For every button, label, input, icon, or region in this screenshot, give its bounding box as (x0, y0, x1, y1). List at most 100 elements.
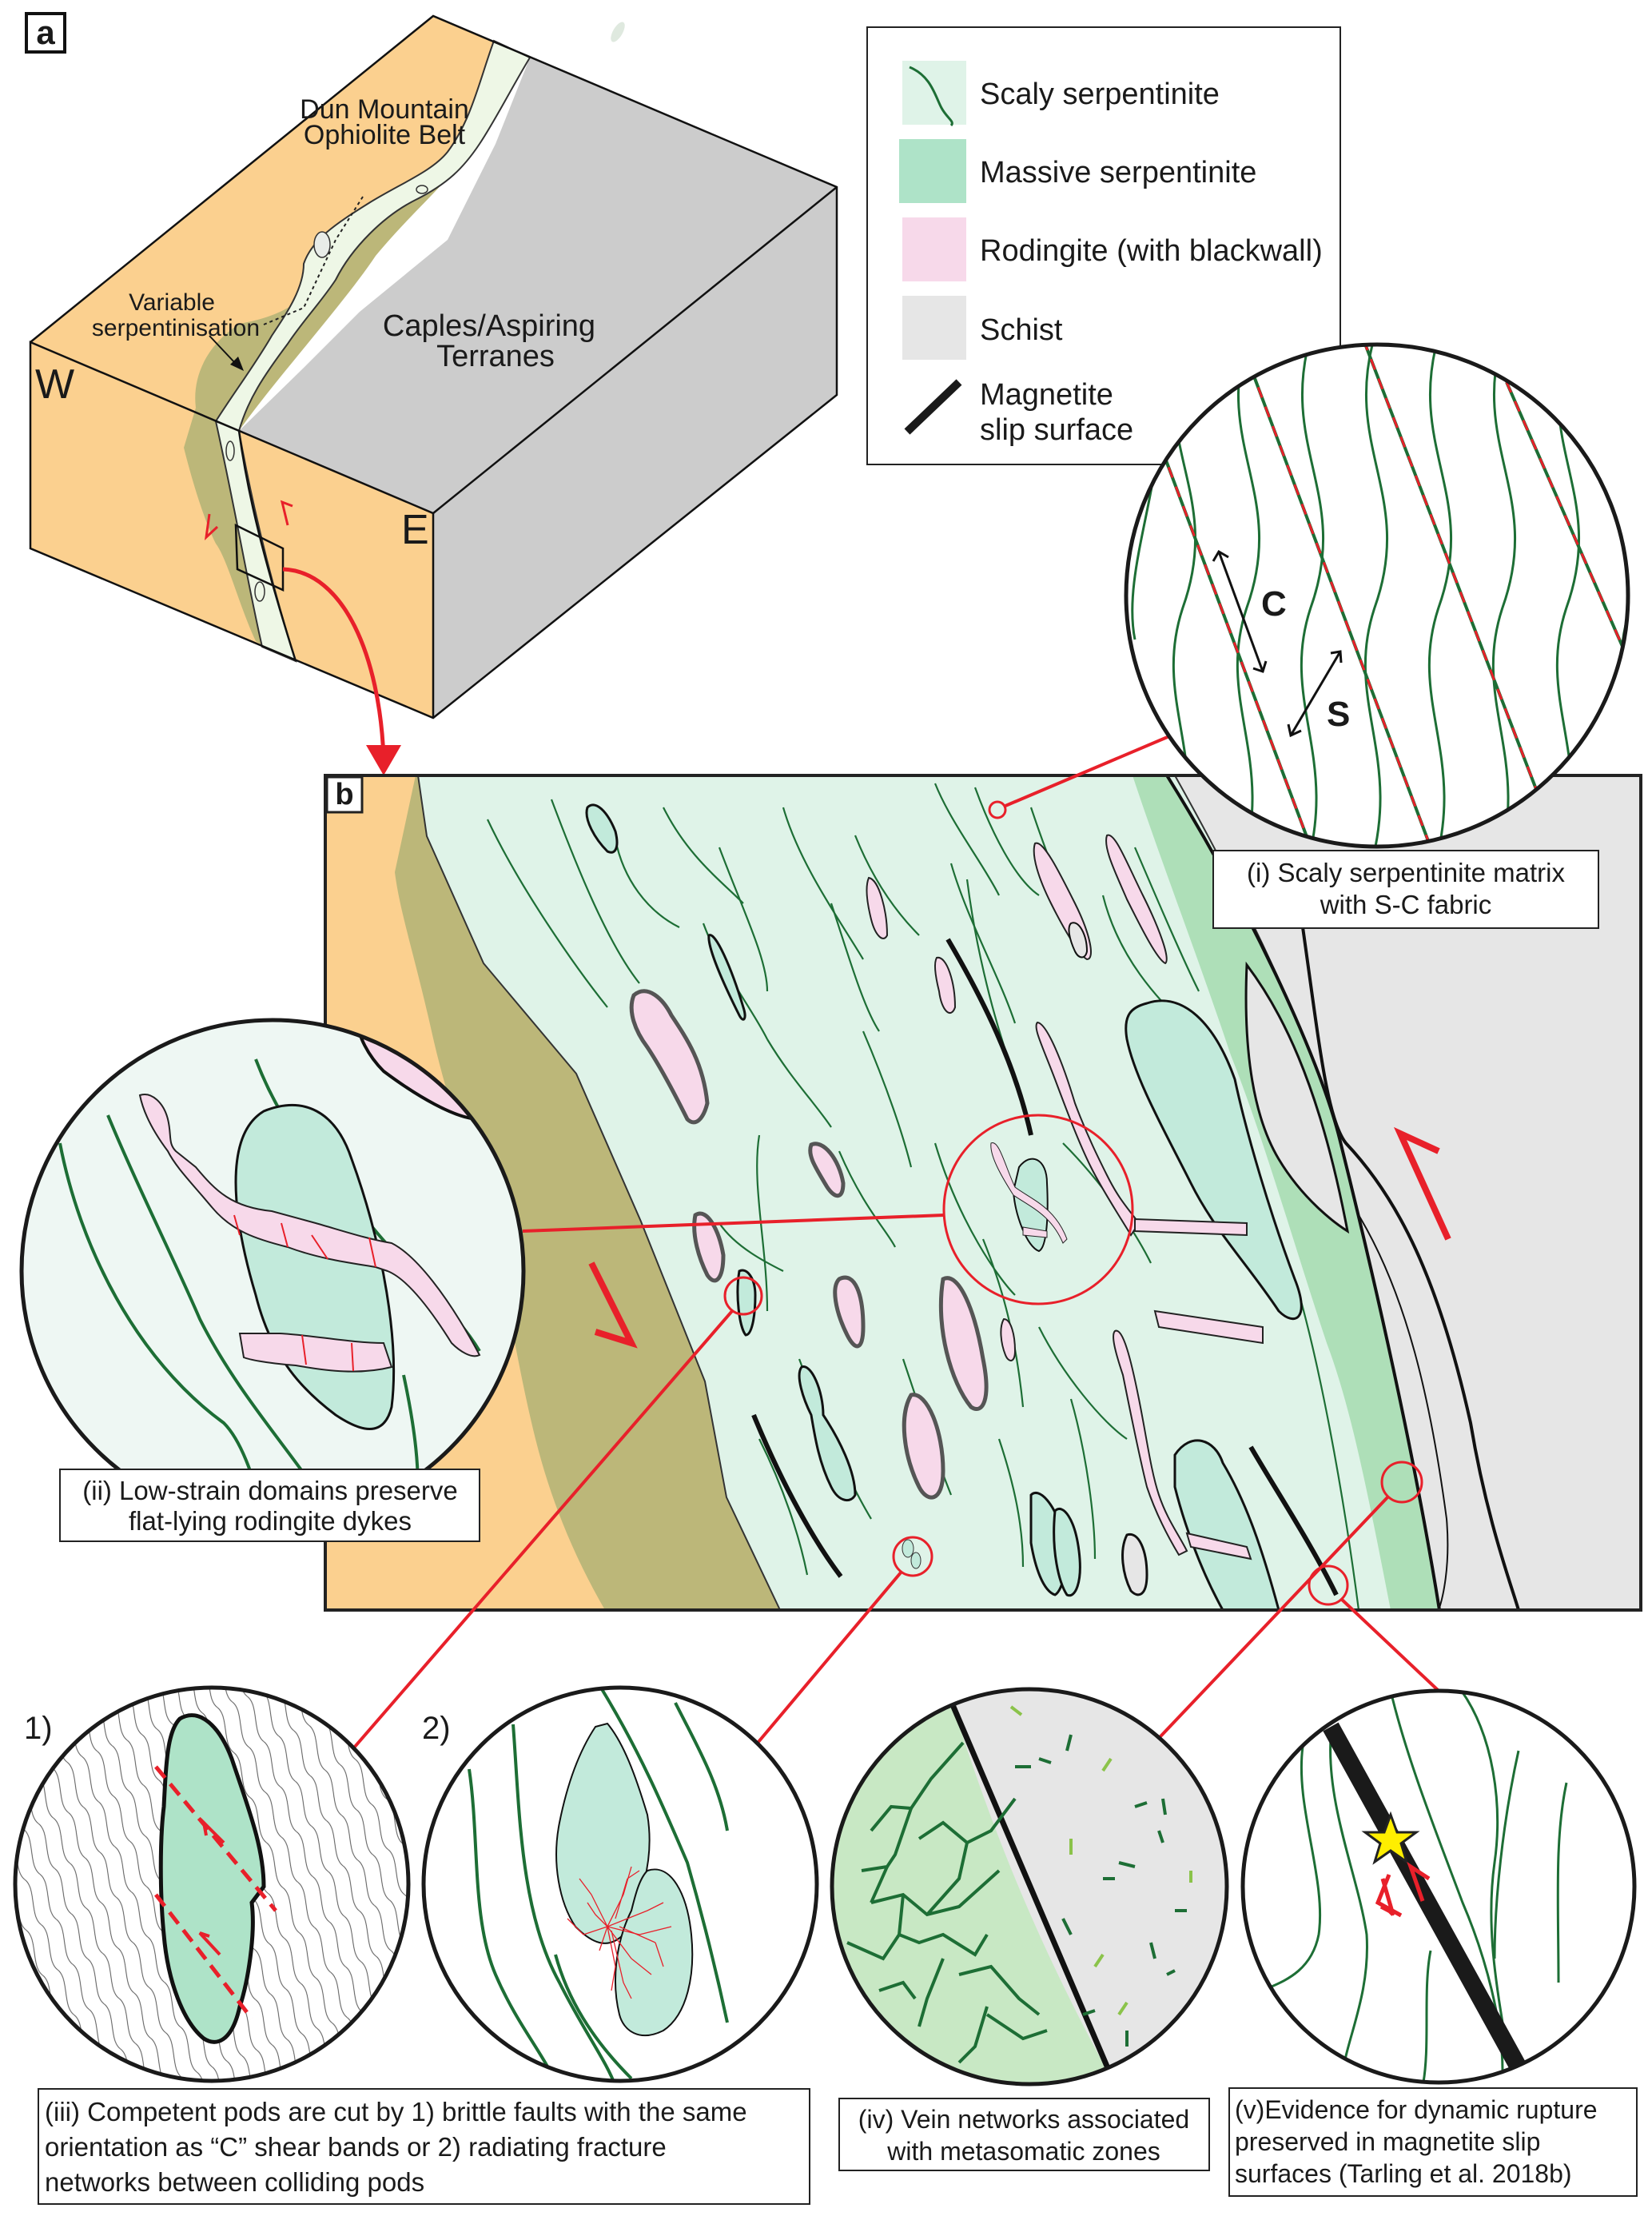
schist-pod (1068, 922, 1089, 959)
locator-ii-content (990, 1142, 1068, 1253)
svg-text:b: b (335, 778, 353, 811)
magnetite-slip-surfaces (751, 938, 1339, 1596)
panel-a-label: a (25, 12, 66, 54)
fault-2 (1301, 927, 1520, 1610)
belt-label-2: Ophiolite Belt (304, 120, 466, 150)
green-curve-icon (909, 66, 953, 127)
connector-lines (348, 735, 1440, 1769)
inset-iii-2-fracture-network (421, 1685, 819, 2083)
east-face (433, 187, 837, 718)
caption-iii: (iii) Competent pods are cut by 1) britt… (38, 2088, 810, 2205)
svg-text:surfaces (Tarling et al. 2018b: surfaces (Tarling et al. 2018b) (1235, 2159, 1572, 2188)
schist-lens (1244, 961, 1350, 1234)
legend-item-massive: Massive serpentinite (899, 139, 1256, 203)
west-label: W (35, 361, 74, 408)
slip-arrow-1-icon (201, 1818, 225, 1844)
marker-2: 2) (422, 1711, 451, 1746)
svg-text:slip surface: slip surface (980, 413, 1133, 447)
svg-text:(iv) Vein networks associated: (iv) Vein networks associated (858, 2105, 1189, 2134)
legend-item-magnetite: Magnetite slip surface (904, 378, 1133, 447)
inset-location-box (234, 523, 285, 592)
s-label: S (1327, 695, 1350, 734)
belt-pod (313, 231, 331, 258)
shear-arrow-west-icon (204, 513, 219, 540)
rodingite-pods (629, 834, 1188, 1556)
slip-arrow-up-icon (1407, 1861, 1431, 1902)
caption-iv: (iv) Vein networks associated with metas… (838, 2098, 1210, 2171)
belt-pod (416, 185, 428, 194)
terrane-label-2: Terranes (436, 340, 555, 373)
svg-text:preserved in magnetite slip: preserved in magnetite slip (1235, 2127, 1540, 2156)
svg-text:Magnetite: Magnetite (980, 378, 1113, 412)
fault-trace (237, 430, 297, 662)
slip-arrow-2-icon (198, 1931, 221, 1956)
terrane-label-1: Caples/Aspiring (383, 309, 595, 343)
locator-iii-1 (723, 1276, 763, 1316)
svg-text:networks between colliding pod: networks between colliding pods (45, 2167, 424, 2197)
c-direction-arrow-icon (1212, 549, 1268, 673)
pod-dykes (1134, 1218, 1264, 1560)
panel-a-block-diagram: a W E Dun Mountain Ophiolite Belt Variab… (25, 12, 838, 775)
svg-text:a: a (36, 14, 55, 51)
zoom-arrowhead-icon (366, 745, 401, 775)
inset-ii-low-strain (19, 1018, 526, 1525)
top-face-ophiolite (30, 16, 496, 421)
shear-arrow-up-icon (1393, 1126, 1451, 1241)
caption-v: (v)Evidence for dynamic rupture preserve… (1228, 2087, 1638, 2197)
smudge (611, 22, 625, 42)
massive-pods (585, 803, 1303, 1610)
inset-i-scaly-fabric: C S (1124, 342, 1630, 849)
locator-iii-2-pods (902, 1539, 922, 1569)
vein-network (846, 1741, 1048, 2064)
serpentinisation-zone-front (184, 408, 264, 646)
legend-item-rodingite: Rodingite (with blackwall) (902, 217, 1323, 281)
massive-serpentinite-band (1133, 775, 1439, 1610)
inset-iii-1-brittle-faults (13, 1685, 411, 2083)
top-face-terrane (239, 58, 837, 513)
locator-iii-2 (892, 1536, 933, 1577)
svg-text:Massive serpentinite: Massive serpentinite (980, 156, 1256, 189)
star-icon (1361, 1811, 1420, 1865)
label-pointer (209, 335, 237, 365)
shear-arrow-down-icon (588, 1261, 638, 1349)
east-label: E (401, 507, 429, 553)
marker-1: 1) (24, 1711, 53, 1746)
schist-vein-dashes (1009, 1705, 1192, 2047)
legend-item-schist: Schist (902, 296, 1063, 360)
fault-3 (1358, 1214, 1449, 1610)
svg-text:with metasomatic zones: with metasomatic zones (886, 2137, 1160, 2166)
s-direction-arrow-icon (1287, 650, 1343, 738)
svg-text:(i) Scaly serpentinite matrix: (i) Scaly serpentinite matrix (1247, 858, 1565, 887)
svg-text:with S-C fabric: with S-C fabric (1320, 890, 1492, 919)
belt-pod (225, 440, 235, 461)
radiating-fractures (567, 1866, 672, 1999)
svg-text:flat-lying rodingite dykes: flat-lying rodingite dykes (129, 1506, 412, 1536)
caption-i: (i) Scaly serpentinite matrix with S-C f… (1212, 850, 1599, 929)
svg-text:Scaly serpentinite: Scaly serpentinite (980, 78, 1220, 111)
block-outline (29, 14, 838, 719)
panel-b-label: b (325, 775, 364, 814)
caption-ii: (ii) Low-strain domains preserve flat-ly… (59, 1469, 480, 1542)
serp-label-2: serpentinisation (92, 315, 260, 341)
svg-text:Schist: Schist (980, 313, 1063, 347)
zoom-arrow (282, 567, 386, 759)
serpentinisation-zone (395, 775, 780, 1610)
label-pointer-head-icon (230, 357, 244, 371)
magnetite-slip-band (1323, 1722, 1531, 2079)
shear-arrow-east-icon (280, 500, 293, 526)
belt-label-1: Dun Mountain (300, 94, 469, 125)
slip-arrow-down-icon-2 (1375, 1874, 1403, 1918)
svg-text:Rodingite (with blackwall): Rodingite (with blackwall) (980, 234, 1323, 268)
c-label: C (1261, 584, 1287, 624)
svg-text:(iii) Competent pods are cut b: (iii) Competent pods are cut by 1) britt… (45, 2097, 747, 2126)
locator-iv (1380, 1461, 1423, 1504)
dotted-boundary (263, 196, 364, 325)
svg-text:(ii) Low-strain domains preser: (ii) Low-strain domains preserve (82, 1476, 458, 1505)
inset-iv-vein-networks (830, 1687, 1229, 2086)
inset-v-dynamic-rupture (1240, 1688, 1637, 2085)
c-planes (1160, 345, 1628, 847)
serp-label-1: Variable (129, 289, 215, 316)
svg-text:orientation as “C” shear bands: orientation as “C” shear bands or 2) rad… (45, 2132, 667, 2162)
locator-i (988, 800, 1007, 819)
